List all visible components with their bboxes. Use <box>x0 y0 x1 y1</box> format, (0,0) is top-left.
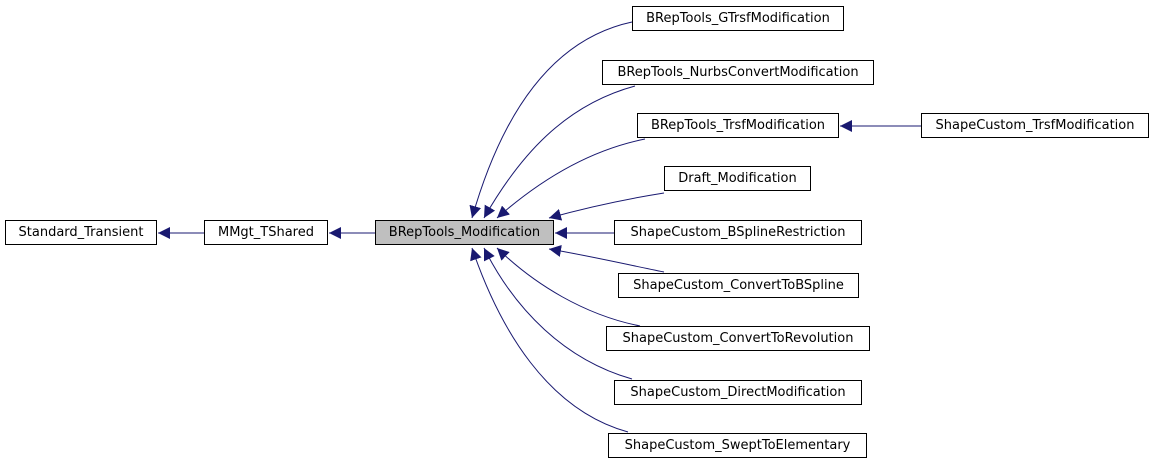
node-label: BRepTools_TrsfModification <box>650 118 826 133</box>
edge-trsf-to-breptools-modification <box>496 138 646 219</box>
node-breptools-nurbsconvertmodification[interactable]: BRepTools_NurbsConvertModification <box>602 60 874 85</box>
node-shapecustom-bsplinerestriction[interactable]: ShapeCustom_BSplineRestriction <box>614 220 862 245</box>
node-label: Standard_Transient <box>18 225 144 240</box>
edge-convert-revolution-to-breptools-modification <box>496 247 641 327</box>
node-label: ShapeCustom_BSplineRestriction <box>630 225 846 240</box>
edge-nurbs-to-breptools-modification <box>483 85 636 219</box>
node-label: MMgt_TShared <box>218 225 314 240</box>
node-shapecustom-directmodification[interactable]: ShapeCustom_DirectModification <box>614 380 862 405</box>
edge-direct-modification-to-breptools-modification <box>483 247 633 380</box>
edge-convert-bspline-to-breptools-modification <box>548 245 665 273</box>
edge-gtrsf-to-breptools-modification <box>469 21 633 219</box>
node-label: BRepTools_Modification <box>388 225 541 240</box>
node-label: BRepTools_GTrsfModification <box>646 11 830 26</box>
edge-swept-to-breptools-modification <box>470 247 629 433</box>
node-label: ShapeCustom_TrsfModification <box>935 118 1135 133</box>
node-shapecustom-trsfmodification[interactable]: ShapeCustom_TrsfModification <box>921 113 1149 138</box>
node-shapecustom-converttobspline[interactable]: ShapeCustom_ConvertToBSpline <box>618 273 859 298</box>
node-breptools-modification: BRepTools_Modification <box>375 220 554 245</box>
node-draft-modification[interactable]: Draft_Modification <box>664 166 811 191</box>
edge-draft-to-breptools-modification <box>548 192 665 221</box>
node-label: ShapeCustom_ConvertToRevolution <box>622 331 854 346</box>
node-standard-transient[interactable]: Standard_Transient <box>5 220 157 245</box>
node-label: Draft_Modification <box>678 171 797 186</box>
node-mmgt-tshared[interactable]: MMgt_TShared <box>204 220 328 245</box>
node-shapecustom-converttorevolution[interactable]: ShapeCustom_ConvertToRevolution <box>606 326 870 351</box>
node-breptools-gtrsfmodification[interactable]: BRepTools_GTrsfModification <box>632 6 844 31</box>
node-breptools-trsfmodification[interactable]: BRepTools_TrsfModification <box>637 113 839 138</box>
node-shapecustom-swepttoelementary[interactable]: ShapeCustom_SweptToElementary <box>608 433 867 458</box>
node-label: ShapeCustom_DirectModification <box>630 385 846 400</box>
node-label: ShapeCustom_ConvertToBSpline <box>633 278 844 293</box>
node-label: ShapeCustom_SweptToElementary <box>624 438 851 453</box>
node-label: BRepTools_NurbsConvertModification <box>617 65 859 80</box>
